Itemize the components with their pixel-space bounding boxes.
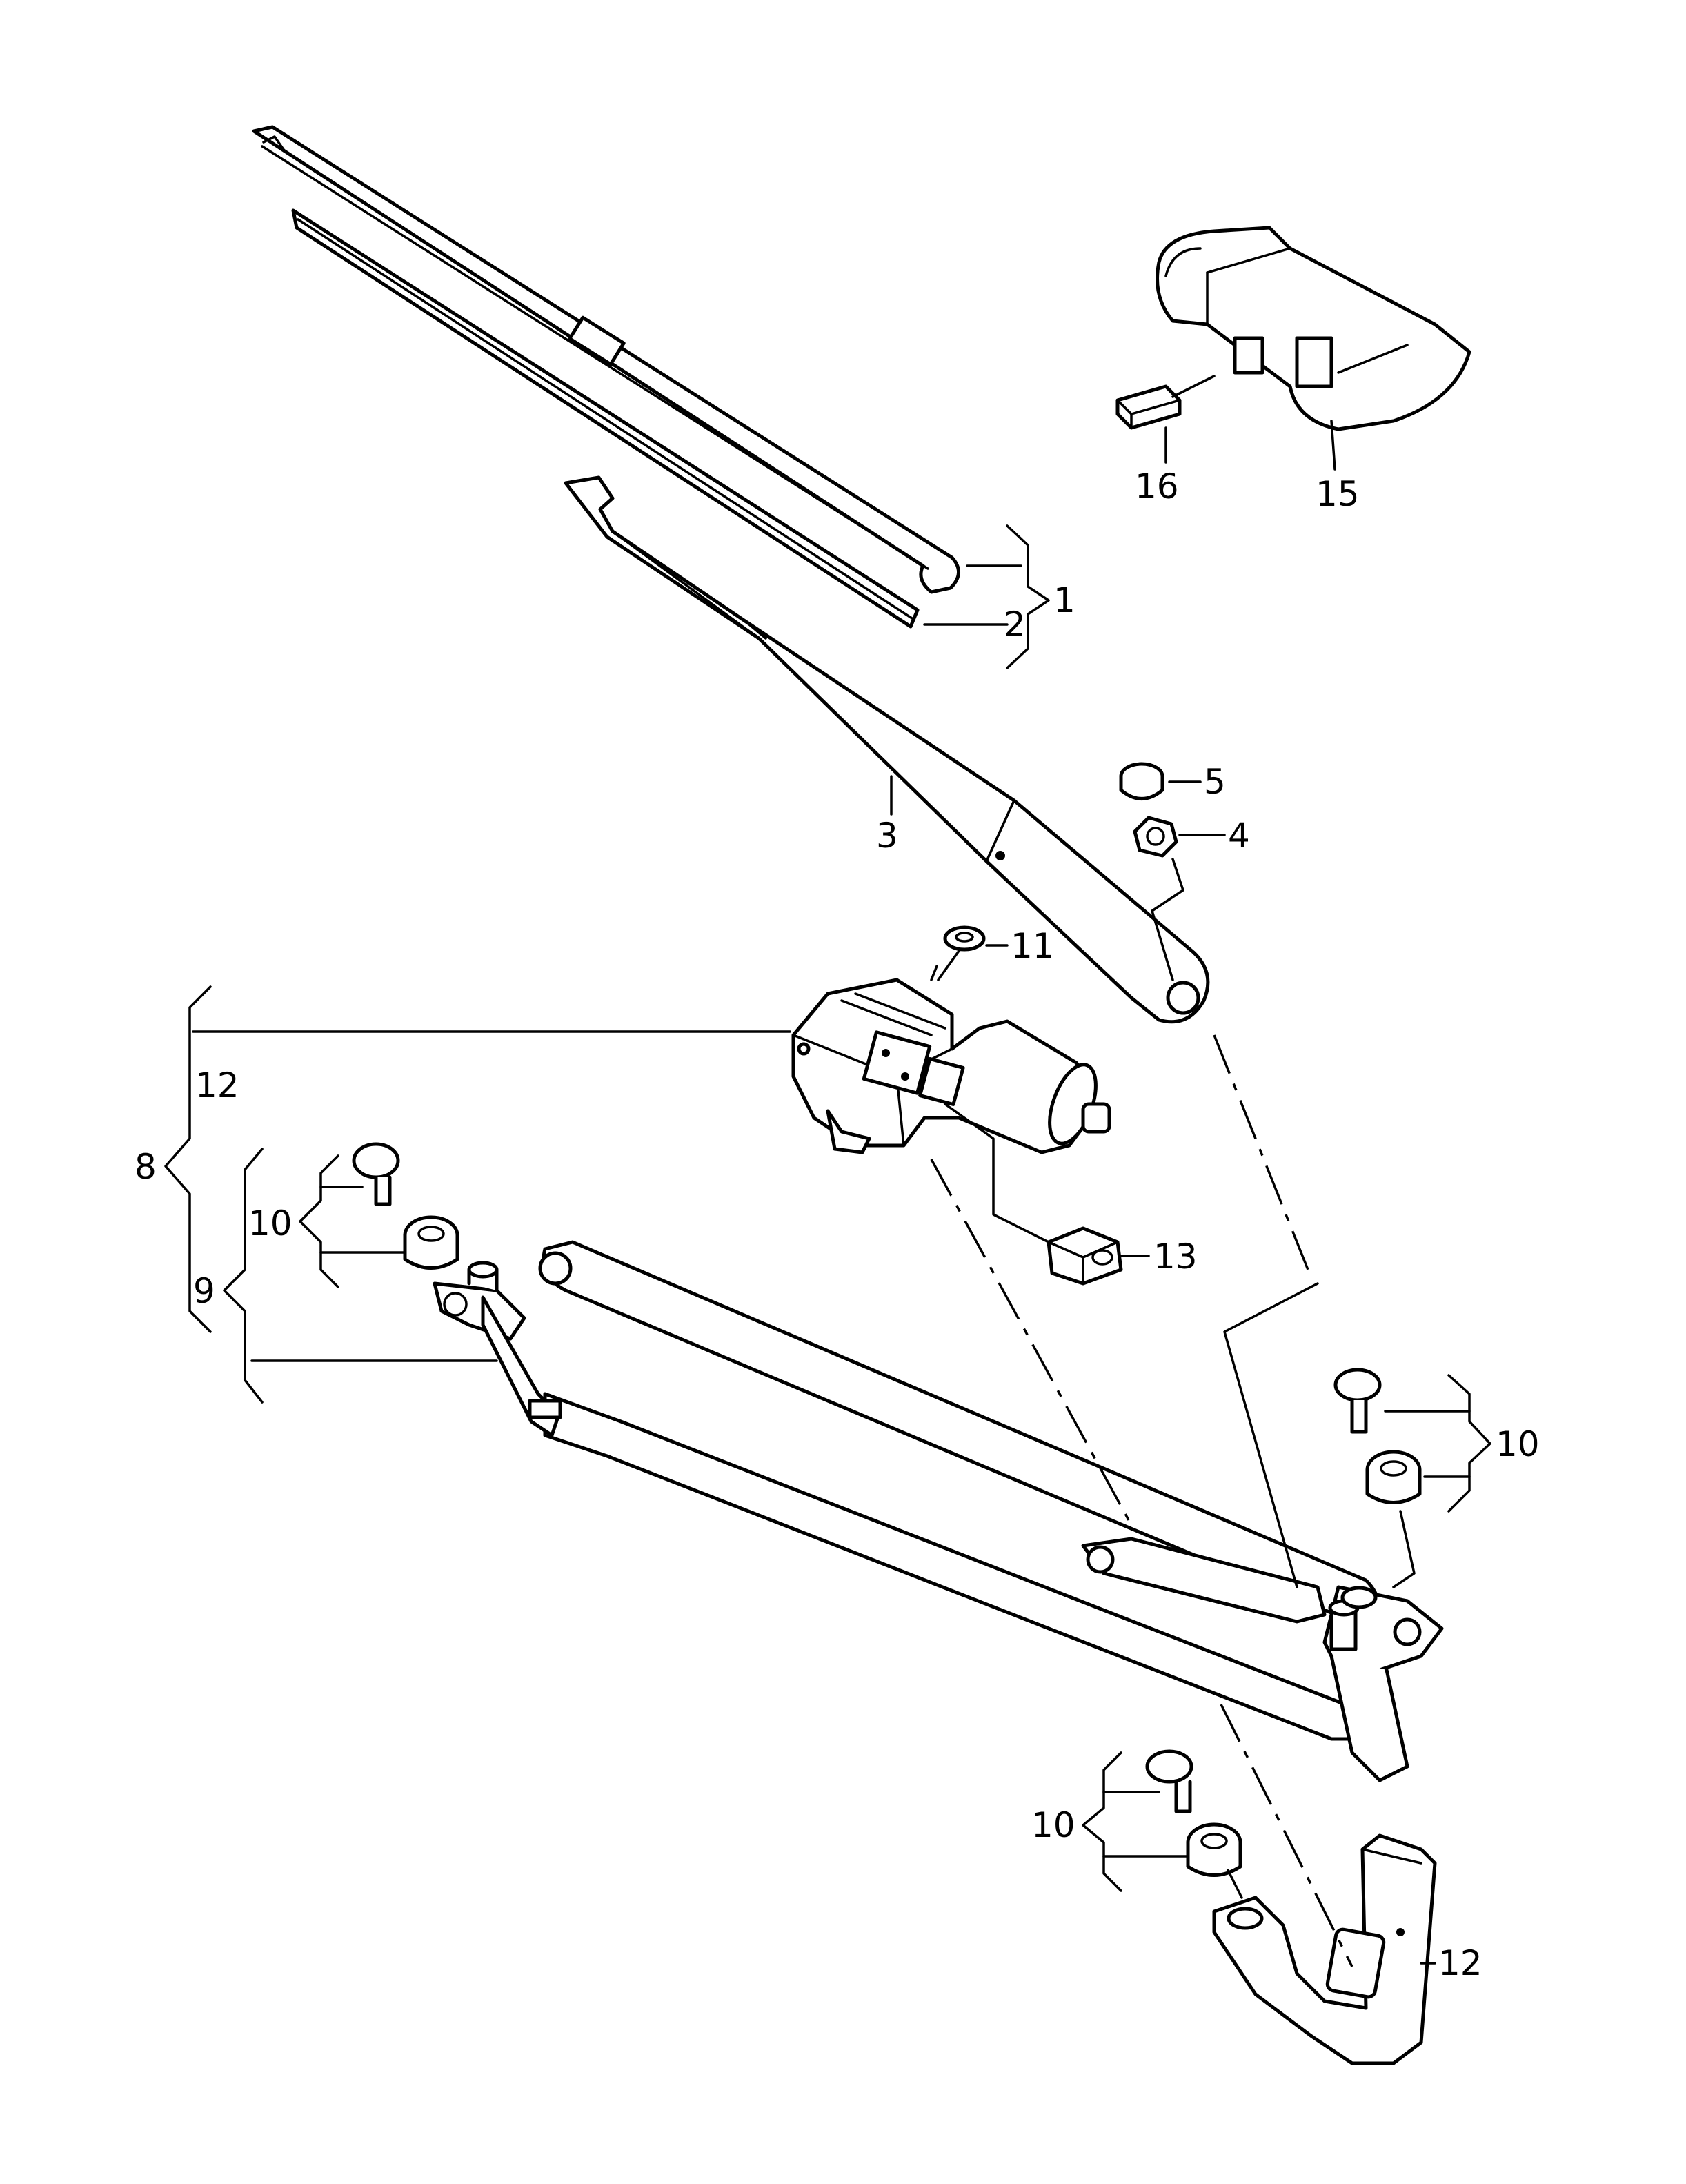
label-part-3: 3 — [876, 816, 898, 856]
motor-connector — [944, 1103, 1123, 1286]
label-part-5: 5 — [1204, 762, 1226, 802]
label-part-1: 1 — [1053, 580, 1075, 620]
part-labels: 1 2 3 4 5 8 9 10 10 10 11 12 12 13 15 16 — [135, 466, 1540, 1983]
label-part-10-right: 10 — [1496, 1424, 1540, 1464]
bolt-set-bottom — [1145, 1749, 1242, 1877]
bolt-set-right — [1333, 1368, 1422, 1504]
mounting-bracket — [1212, 1833, 1437, 2065]
grommet — [937, 925, 986, 981]
relay-connector — [1115, 384, 1182, 430]
cap — [1119, 762, 1164, 800]
label-part-13: 13 — [1153, 1237, 1198, 1277]
label-part-12-bottom: 12 — [1438, 1943, 1482, 1983]
wiper-linkage — [433, 1240, 1444, 1782]
label-part-10-bottom: 10 — [1031, 1805, 1075, 1845]
control-unit — [1156, 226, 1471, 431]
hex-nut — [1133, 816, 1178, 858]
label-part-2: 2 — [1004, 604, 1026, 645]
label-part-16: 16 — [1135, 466, 1179, 506]
label-part-11: 11 — [1011, 926, 1055, 966]
wiper-rubber — [291, 208, 920, 629]
label-part-12-left: 12 — [195, 1065, 239, 1105]
wiper-arm — [564, 475, 1210, 1024]
centerlines — [930, 1034, 1353, 1967]
label-part-4: 4 — [1228, 816, 1250, 856]
label-part-8: 8 — [135, 1147, 157, 1187]
label-part-15: 15 — [1316, 474, 1360, 514]
label-part-9: 9 — [193, 1271, 215, 1311]
label-part-10-left: 10 — [248, 1203, 292, 1243]
leader-lines — [192, 375, 1436, 1965]
bolt-set-left — [352, 1142, 459, 1270]
wiper-blade — [252, 125, 960, 594]
braces — [164, 524, 1491, 1892]
wiper-motor — [791, 965, 1111, 1154]
